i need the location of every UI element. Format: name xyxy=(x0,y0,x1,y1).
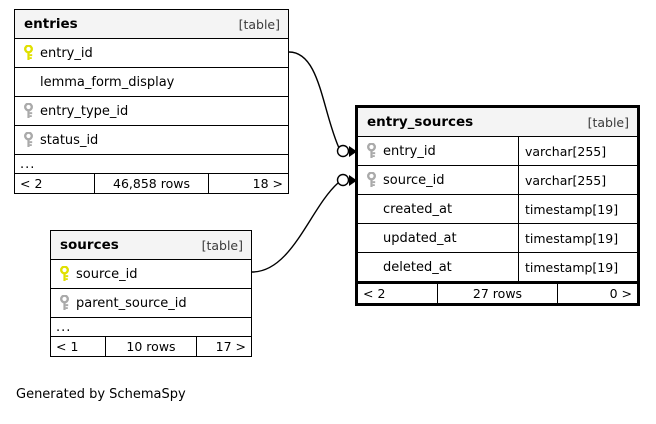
table-entry-sources[interactable]: entry_sources [table] entry_id varchar[2… xyxy=(355,105,640,306)
column-type: timestamp[19] xyxy=(518,253,637,281)
row-count: 10 rows xyxy=(105,337,197,356)
table-entry-sources-header: entry_sources [table] xyxy=(358,108,637,137)
primary-key-icon xyxy=(22,44,35,61)
column-row[interactable]: source_id xyxy=(51,260,251,289)
children-count[interactable]: 17 > xyxy=(215,339,246,354)
column-label: source_id xyxy=(76,266,138,282)
table-entries-header: entries [table] xyxy=(15,10,288,39)
optional-endpoint-circle xyxy=(336,144,350,158)
column-row[interactable]: entry_id varchar[255] xyxy=(358,137,637,166)
column-label: entry_id xyxy=(40,45,93,61)
column-label: status_id xyxy=(40,132,99,148)
column-row[interactable]: source_id varchar[255] xyxy=(358,166,637,195)
column-name-cell: created_at xyxy=(358,195,518,223)
table-sources-footer: < 1 10 rows 17 > xyxy=(51,337,251,356)
foreign-key-icon xyxy=(365,171,378,188)
column-row[interactable]: created_at timestamp[19] xyxy=(358,195,637,224)
column-row[interactable]: lemma_form_display xyxy=(15,68,288,97)
column-row[interactable]: deleted_at timestamp[19] xyxy=(358,253,637,282)
foreign-key-icon xyxy=(365,142,378,159)
table-name: entries xyxy=(24,16,78,32)
table-entries-footer: < 2 46,858 rows 18 > xyxy=(15,174,288,193)
primary-key-icon xyxy=(58,265,71,282)
parents-count[interactable]: < 2 xyxy=(363,286,386,301)
more-columns-indicator: ... xyxy=(51,318,251,337)
children-count[interactable]: 0 > xyxy=(609,286,632,301)
column-row[interactable]: entry_id xyxy=(15,39,288,68)
column-row[interactable]: updated_at timestamp[19] xyxy=(358,224,637,253)
column-name-cell: entry_id xyxy=(15,39,288,67)
column-type: varchar[255] xyxy=(518,166,637,194)
column-label: lemma_form_display xyxy=(40,74,175,90)
column-name-cell: source_id xyxy=(51,260,251,288)
foreign-key-icon xyxy=(22,102,35,119)
column-label: updated_at xyxy=(383,230,457,246)
crowsfoot-arrowhead xyxy=(349,175,357,186)
foreign-key-icon xyxy=(58,294,71,311)
column-type: varchar[255] xyxy=(518,137,637,165)
table-sources[interactable]: sources [table] source_id xyxy=(50,230,252,357)
column-label: entry_type_id xyxy=(40,103,129,119)
column-row[interactable]: status_id xyxy=(15,126,288,155)
column-label: source_id xyxy=(383,172,445,188)
table-kind-label: [table] xyxy=(238,16,280,32)
table-name: sources xyxy=(60,237,119,253)
table-entries[interactable]: entries [table] entry_id lemma_for xyxy=(14,9,289,194)
column-row[interactable]: parent_source_id xyxy=(51,289,251,318)
more-columns-indicator: ... xyxy=(15,155,288,174)
parents-count[interactable]: < 1 xyxy=(56,339,79,354)
column-label: deleted_at xyxy=(383,259,452,275)
column-row[interactable]: entry_type_id xyxy=(15,97,288,126)
optional-endpoint-circle xyxy=(336,173,350,187)
diagram-caption: Generated by SchemaSpy xyxy=(16,387,186,402)
table-name: entry_sources xyxy=(367,114,474,130)
column-name-cell: deleted_at xyxy=(358,253,518,281)
table-sources-header: sources [table] xyxy=(51,231,251,260)
children-count[interactable]: 18 > xyxy=(252,176,283,191)
column-type: timestamp[19] xyxy=(518,195,637,223)
row-count: 27 rows xyxy=(437,284,558,303)
column-name-cell: lemma_form_display xyxy=(15,68,288,96)
column-name-cell: entry_id xyxy=(358,137,518,165)
column-label: created_at xyxy=(383,201,453,217)
column-type: timestamp[19] xyxy=(518,224,637,252)
table-entry-sources-footer: < 2 27 rows 0 > xyxy=(358,282,637,303)
table-kind-label: [table] xyxy=(201,237,243,253)
column-name-cell: source_id xyxy=(358,166,518,194)
foreign-key-icon xyxy=(22,131,35,148)
table-kind-label: [table] xyxy=(587,114,629,130)
row-count: 46,858 rows xyxy=(94,174,209,193)
crowsfoot-arrowhead xyxy=(349,146,357,157)
column-name-cell: updated_at xyxy=(358,224,518,252)
column-label: parent_source_id xyxy=(76,295,187,311)
column-name-cell: status_id xyxy=(15,126,288,154)
column-name-cell: parent_source_id xyxy=(51,289,251,317)
parents-count[interactable]: < 2 xyxy=(20,176,43,191)
column-label: entry_id xyxy=(383,143,436,159)
column-name-cell: entry_type_id xyxy=(15,97,288,125)
relationship-sources-to-entry-sources xyxy=(251,173,357,273)
relationship-entries-to-entry-sources xyxy=(288,51,357,158)
